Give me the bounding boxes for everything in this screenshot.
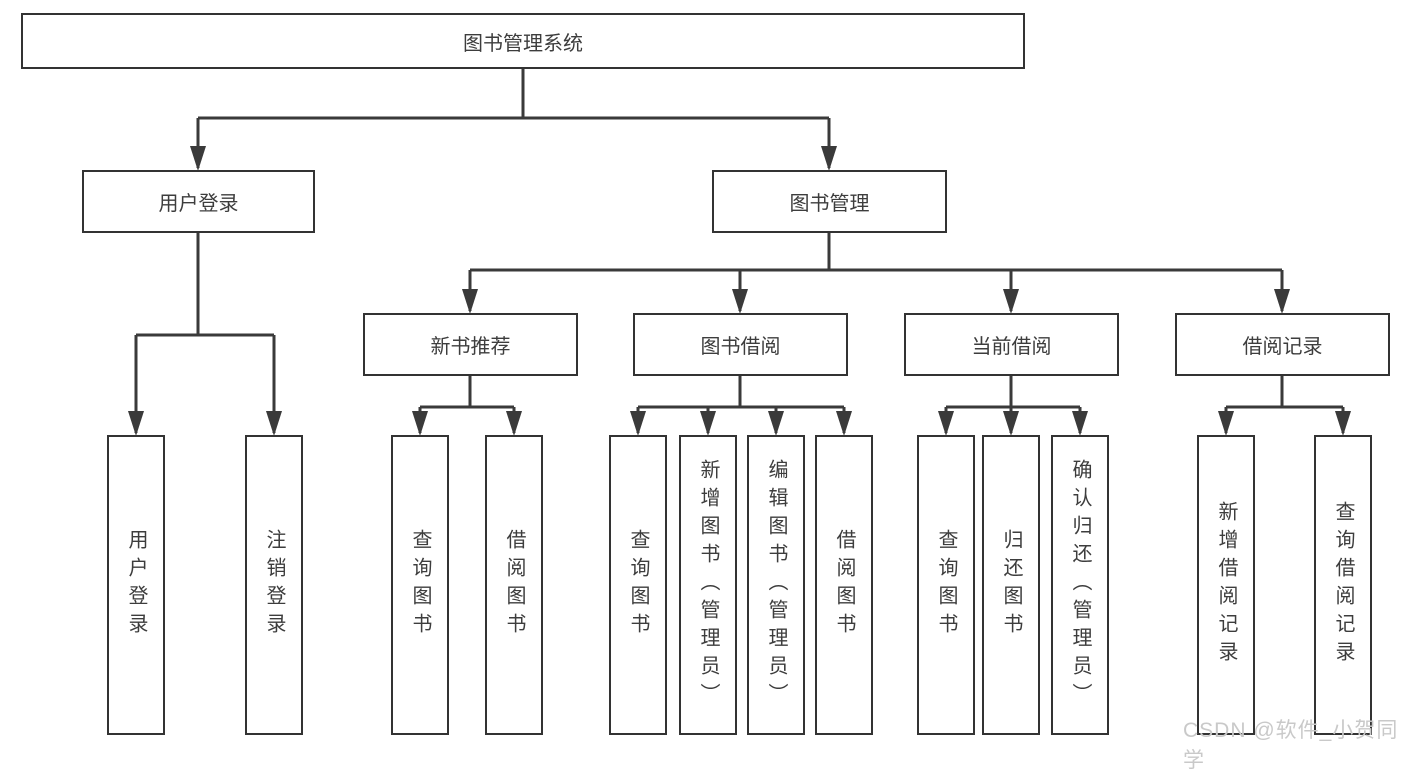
- node-library-management-system: 图书管理系统: [21, 13, 1025, 69]
- connector-user-login-to-leaves: [128, 233, 282, 436]
- leaf-newbook-query-books-label: 查询图书: [409, 529, 431, 641]
- leaf-newbook-borrow-books: 借阅图书: [485, 435, 543, 735]
- node-user-login-label: 用户登录: [158, 193, 239, 215]
- leaf-current-confirm-return-admin: 确认归还（管理员）: [1051, 435, 1109, 735]
- node-borrowing-records-label: 借阅记录: [1242, 336, 1323, 358]
- node-book-management-label: 图书管理: [789, 193, 870, 215]
- node-new-book-recommendation: 新书推荐: [363, 313, 578, 376]
- leaf-borrowing-edit-books-admin: 编辑图书（管理员）: [747, 435, 805, 735]
- leaf-logout: 注销登录: [245, 435, 303, 735]
- connector-book-mgmt-to-level3: [462, 233, 1290, 314]
- leaf-records-query-record-label: 查询借阅记录: [1332, 501, 1354, 669]
- node-user-login: 用户登录: [82, 170, 315, 233]
- leaf-borrowing-borrow-books-label: 借阅图书: [833, 529, 855, 641]
- leaf-current-return-books: 归还图书: [982, 435, 1040, 735]
- leaf-user-login-label: 用户登录: [125, 529, 147, 641]
- node-book-borrowing-label: 图书借阅: [700, 336, 781, 358]
- leaf-records-add-record-label: 新增借阅记录: [1215, 501, 1237, 669]
- node-book-management: 图书管理: [712, 170, 947, 233]
- leaf-user-login: 用户登录: [107, 435, 165, 735]
- connector-records-to-leaves: [1218, 376, 1351, 436]
- node-current-borrowing-label: 当前借阅: [971, 336, 1052, 358]
- leaf-current-query-books: 查询图书: [917, 435, 975, 735]
- leaf-borrowing-edit-books-admin-label: 编辑图书（管理员）: [765, 459, 787, 711]
- org-chart: 图书管理系统 用户登录 图书管理 新书推荐 图书借阅 当前借阅 借阅记录 用户登…: [21, 13, 1397, 772]
- leaf-newbook-query-books: 查询图书: [391, 435, 449, 735]
- leaf-borrowing-add-books-admin-label: 新增图书（管理员）: [697, 459, 719, 711]
- node-library-management-system-label: 图书管理系统: [463, 32, 583, 55]
- leaf-newbook-borrow-books-label: 借阅图书: [503, 529, 525, 641]
- leaf-logout-label: 注销登录: [263, 529, 285, 641]
- node-borrowing-records: 借阅记录: [1175, 313, 1390, 376]
- leaf-records-add-record: 新增借阅记录: [1197, 435, 1255, 735]
- connector-current-to-leaves: [938, 376, 1088, 436]
- leaf-current-confirm-return-admin-label: 确认归还（管理员）: [1069, 459, 1091, 711]
- connector-newbook-to-leaves: [412, 376, 522, 436]
- node-new-book-recommendation-label: 新书推荐: [430, 336, 511, 358]
- leaf-borrowing-query-books-label: 查询图书: [627, 529, 649, 641]
- node-book-borrowing: 图书借阅: [633, 313, 848, 376]
- connector-root-to-level2: [190, 69, 837, 171]
- leaf-current-query-books-label: 查询图书: [935, 529, 957, 641]
- connector-borrowing-to-leaves: [630, 376, 852, 436]
- leaf-current-return-books-label: 归还图书: [1000, 529, 1022, 641]
- leaf-records-query-record: 查询借阅记录: [1314, 435, 1372, 735]
- leaf-borrowing-query-books: 查询图书: [609, 435, 667, 735]
- leaf-borrowing-add-books-admin: 新增图书（管理员）: [679, 435, 737, 735]
- leaf-borrowing-borrow-books: 借阅图书: [815, 435, 873, 735]
- node-current-borrowing: 当前借阅: [904, 313, 1119, 376]
